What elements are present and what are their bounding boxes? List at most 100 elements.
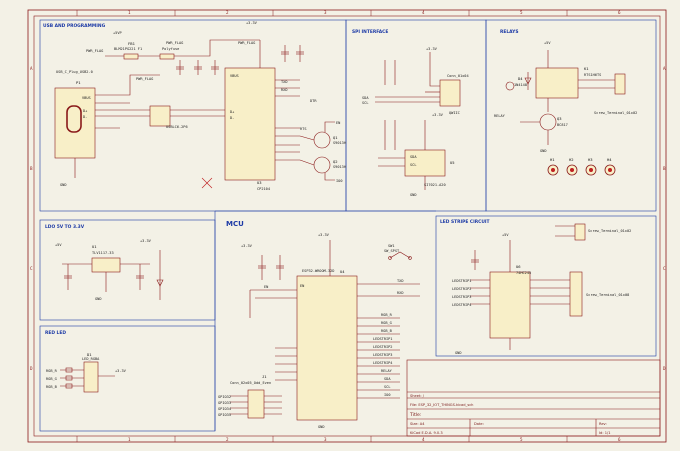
flag-pwr-3: PWR_FLAG [136, 77, 153, 81]
flag-pwr-1: PWR_FLAG [86, 49, 103, 53]
net-rgb-g-mcu: RGB_G [381, 321, 392, 325]
val-cp2104: CP2104 [257, 187, 270, 191]
section-relays [485, 19, 657, 212]
border-row-d: D [30, 366, 33, 371]
sym-vbus-1: +5VP [113, 31, 122, 35]
val-qwiic: QWIIC [449, 111, 460, 115]
sym-5v-relay: +5V [544, 41, 551, 45]
qwiic-connector [439, 79, 461, 107]
ref-u6: U6 [516, 264, 521, 269]
val-ldo: TLV1117-33 [92, 251, 114, 255]
border-col-labels: 1 2 3 4 5 6 1 2 3 4 5 6 A B C D A B C D [30, 10, 666, 442]
net-ledstrip2-mcu: LEDSTRIP2 [373, 345, 392, 349]
section-title-relays: RELAYS [500, 29, 519, 35]
net-rxd-u3: RXD [281, 88, 288, 92]
net-ledstrip3: LEDSTRIP3 [452, 295, 471, 299]
val-si7021: SI7021-A20 [424, 183, 446, 187]
border-col-2: 2 [226, 10, 229, 15]
pin-dp-u3: D+ [230, 110, 235, 114]
net-rgb-r: RGB_R [46, 369, 58, 373]
ref-q1: Q1 [333, 135, 338, 140]
ref-sw1: SW1 [388, 244, 395, 248]
border-col-6b: 6 [618, 437, 621, 442]
val-relay: RTS1H6TS [584, 73, 601, 77]
title-block [406, 359, 661, 437]
section-title-red-led: RED LED [45, 330, 66, 336]
ref-d1: D1 [87, 352, 92, 357]
border-row-a2: A [663, 66, 666, 71]
val-d4: 1N4148 [514, 83, 527, 87]
border-row-c: C [30, 266, 33, 271]
net-gpio32: GPIO32 [218, 395, 231, 399]
screw-terminal-02 [574, 223, 586, 241]
net-vbus-1: VBUS [82, 96, 91, 100]
val-q1: S9013H [333, 141, 346, 145]
net-gpio35: GPIO35 [218, 413, 231, 417]
pin-scl-u5: SCL [410, 163, 417, 167]
net-ledstrip2: LEDSTRIP2 [452, 287, 471, 291]
ref-h1: H1 [550, 157, 555, 162]
sym-5v-ldo: +5V [55, 243, 62, 247]
net-rgb-b: RGB_B [46, 385, 57, 389]
val-term3: Screw_Terminal_01x08 [586, 293, 629, 297]
val-sensor: Conn_01x04 [447, 74, 469, 78]
sym-3v3-spi2: +3.3V [432, 113, 444, 117]
ref-h3: H3 [588, 157, 593, 162]
section-title-led-strip: LED STRIPE CIRCUIT [440, 219, 490, 225]
tb-rev: Rev: [599, 422, 607, 426]
ref-u4: U4 [340, 269, 345, 274]
val-led: LED_RGBA [82, 357, 100, 361]
ref-q3: Q3 [557, 116, 562, 121]
net-gpio33: GPIO33 [218, 401, 231, 405]
tb-id: Id: 1/1 [599, 431, 610, 435]
ref-fb1: FB1 [128, 41, 136, 46]
border-col-4: 4 [422, 10, 425, 15]
border-col-1: 1 [128, 10, 131, 15]
tb-size: Size: A4 [410, 422, 425, 426]
sym-3v3-1: +3.3V [246, 21, 258, 25]
net-ledstrip4: LEDSTRIP4 [452, 303, 471, 307]
net-dp-1: D+ [83, 109, 88, 113]
ref-k1: K1 [584, 66, 589, 71]
ldo-regulator [91, 257, 121, 273]
ref-q2: Q2 [333, 159, 338, 164]
net-sda-mcu: SDA [384, 377, 391, 381]
net-scl-mcu: SCL [384, 385, 391, 389]
net-gpio34: GPIO34 [218, 407, 231, 411]
net-scl-1: SCL [362, 101, 369, 105]
esp32-module [296, 275, 358, 421]
screw-terminal-08 [569, 271, 583, 317]
ref-d4: D4 [518, 76, 523, 81]
sym-gnd-relay: GND [540, 149, 547, 153]
ref-p1: P1 [76, 80, 81, 85]
sheet-border [27, 9, 667, 443]
tb-file: File: ESP_32_IOT_THINGS.kicad_sch [410, 403, 473, 407]
val-led-driver: 74HC245 [516, 271, 531, 275]
net-ledstrip3-mcu: LEDSTRIP3 [373, 353, 392, 357]
net-relay-1: RELAY [494, 114, 506, 118]
section-led-strip [435, 215, 657, 357]
section-title-mcu: MCU [226, 220, 244, 228]
tb-date: Date: [474, 422, 484, 426]
border-col-5b: 5 [520, 437, 523, 442]
sym-3v3-led: +3.3V [115, 369, 127, 373]
net-dm-1: D- [83, 115, 87, 119]
val-q2: S9013H [333, 165, 346, 169]
sym-3v3-mcu2: +3.3V [241, 244, 253, 248]
pin-vbus-u3: VBUS [230, 74, 239, 78]
ref-u5: U5 [450, 160, 455, 165]
sym-gnd-mcu: GND [318, 425, 325, 429]
sym-3v3-spi: +3.3V [426, 47, 438, 51]
j1-connector [247, 389, 265, 419]
net-rgb-b-mcu: RGB_B [381, 329, 392, 333]
net-relay-mcu: RELAY [381, 369, 393, 373]
border-col-3b: 3 [324, 437, 327, 442]
pin-dm-u3: D- [230, 116, 234, 120]
cp2104-chip [224, 67, 276, 181]
net-io0-mcu: IO0 [384, 393, 391, 397]
net-dtr-u3: DTR [310, 99, 317, 103]
net-rgb-g: RGB_G [46, 377, 57, 381]
flag-pwr-2: PWR_FLAG [166, 41, 183, 45]
section-title-usb: USB AND PROGRAMMING [43, 23, 106, 29]
net-txd-mcu: TXD [397, 279, 404, 283]
